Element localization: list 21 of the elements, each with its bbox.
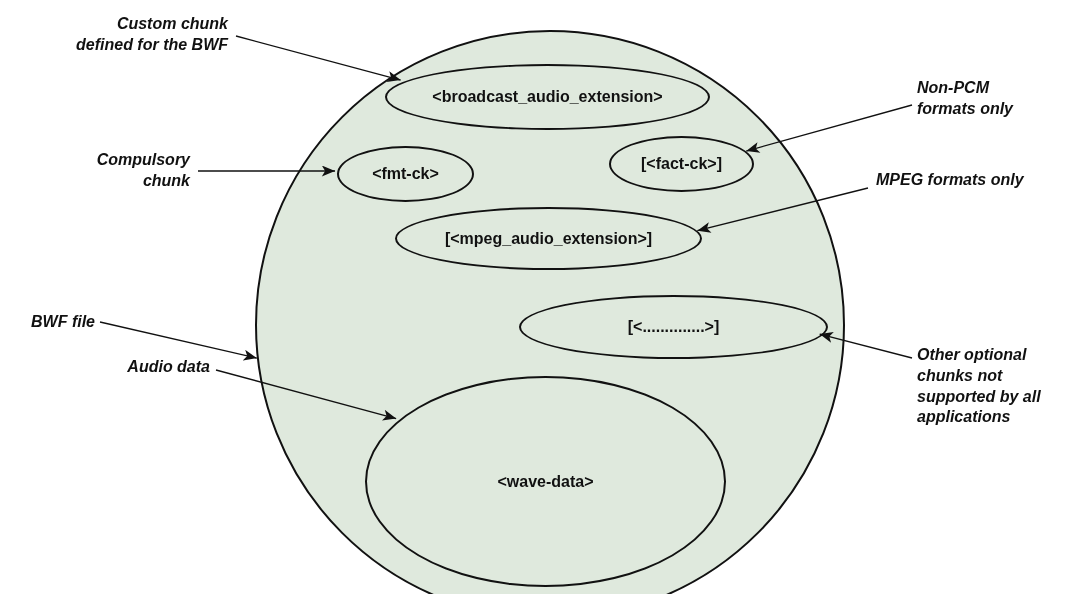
chunk-ellipse xyxy=(609,136,754,192)
leader-arrow xyxy=(197,165,336,177)
chunk-name: [<..............>] xyxy=(627,318,720,336)
leader-arrow xyxy=(99,321,258,361)
chunk-name: [<mpeg_audio_extension>] xyxy=(444,229,653,248)
annotation-text: Compulsory chunk xyxy=(90,150,190,192)
annotation-text: Custom chunk defined for the BWF xyxy=(60,14,228,56)
annotation-text: Other optional chunks not supported by all applications xyxy=(917,345,1052,429)
annotation-text: BWF file xyxy=(31,312,95,333)
annotation-text: MPEG formats only xyxy=(876,170,1024,191)
annotation-text: Non-PCM formats only xyxy=(917,78,1029,120)
leader-arrow xyxy=(235,35,402,82)
chunk-name: <wave-data> xyxy=(497,472,594,491)
annotation-text: Audio data xyxy=(127,357,210,378)
chunk-name: [<fact-ck>] xyxy=(641,155,722,173)
leader-arrow xyxy=(745,104,913,153)
leader-arrow xyxy=(696,187,869,233)
chunk-name: <fmt-ck> xyxy=(372,165,439,183)
leader-arrow xyxy=(819,332,913,359)
leader-arrow xyxy=(215,369,397,421)
chunk-name: <broadcast_audio_extension> xyxy=(432,88,663,106)
